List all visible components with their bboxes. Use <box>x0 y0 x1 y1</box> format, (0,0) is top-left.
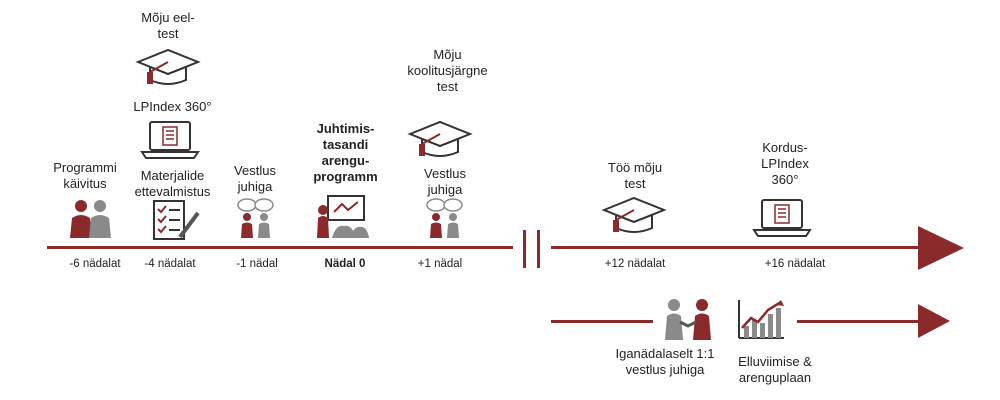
checklist-icon <box>153 200 200 240</box>
step-program-label: Juhtimis- tasandi arengu- programm <box>313 121 378 184</box>
step-posttest-label: Mõju koolitusjärgne test <box>407 47 488 94</box>
timeline-line-right <box>551 246 921 249</box>
ongoing-plan-label: Elluviimise & arenguplaan <box>738 354 812 385</box>
tick-minus4: -4 nädalat <box>144 258 196 270</box>
step-pretest-label: Mõju eel- test <box>141 10 195 41</box>
conversation-icon <box>426 198 463 238</box>
step-interview2-label: Vestlus juhiga <box>424 166 466 197</box>
step-interview1-label: Vestlus juhiga <box>234 163 276 194</box>
graduation-cap-icon <box>407 120 473 157</box>
tick-plus16: +16 nädalat <box>764 258 826 270</box>
tick-plus12: +12 nädalat <box>604 258 666 270</box>
ongoing-weekly-label: Iganädalaselt 1:1 vestlus juhiga <box>615 346 715 377</box>
tick-minus1: -1 nädal <box>236 258 278 270</box>
people-icon <box>70 200 111 238</box>
conversation-icon <box>237 198 274 238</box>
ongoing-line-right <box>797 320 921 323</box>
growth-chart-icon <box>738 300 784 339</box>
handshake-icon <box>665 299 711 340</box>
tick-minus6: -6 nädalat <box>69 258 121 270</box>
ongoing-line-left <box>551 320 653 323</box>
laptop-icon <box>140 121 200 159</box>
graduation-cap-icon <box>135 48 201 85</box>
step-lpindex-label: LPIndex 360° <box>133 99 212 114</box>
timeline-break-left <box>523 230 526 268</box>
tick-week0: Nädal 0 <box>324 258 366 270</box>
laptop-icon <box>752 199 812 237</box>
step-kickoff-label: Programmi käivitus <box>53 160 117 191</box>
step-relpindex-label: Kordus- LPIndex 360° <box>761 140 809 187</box>
step-materials-label: Materjalide ettevalmistus <box>134 168 211 199</box>
ongoing-arrowhead <box>918 304 950 338</box>
tick-plus1: +1 nädal <box>417 258 463 270</box>
step-worktest-label: Töö mõju test <box>607 160 663 191</box>
timeline-line-left <box>47 246 513 249</box>
timeline-arrowhead <box>918 226 964 270</box>
graduation-cap-icon <box>601 196 667 233</box>
presentation-icon <box>317 195 369 238</box>
timeline-break-right <box>537 230 540 268</box>
